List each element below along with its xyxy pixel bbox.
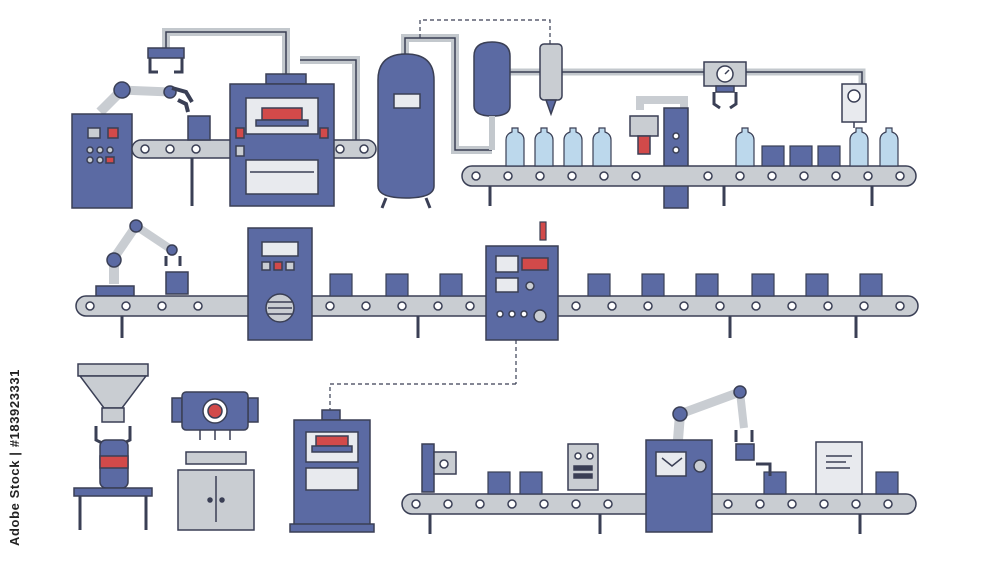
- control-cabinet: [71, 113, 133, 209]
- signal-light-icon: [539, 221, 547, 241]
- pump-icon: [171, 391, 259, 531]
- capping-machine-icon: [629, 96, 689, 209]
- control-panel-icon: [645, 439, 713, 533]
- pressure-gauge-icon: [703, 61, 747, 110]
- robot-arm-icon: [96, 81, 194, 116]
- control-panel-icon: [247, 227, 313, 341]
- pump-icon: [473, 41, 511, 150]
- sensor-box-icon: [567, 443, 599, 491]
- hydraulic-press-icon: [229, 73, 335, 207]
- stock-caption: Adobe Stock | #183923331: [7, 368, 22, 546]
- bottle-icon: [505, 127, 899, 167]
- camera-unit-icon: [421, 443, 457, 493]
- top-pipes: [162, 19, 866, 154]
- dispenser-icon: [756, 462, 772, 476]
- hopper-icon: [73, 363, 153, 530]
- robot-arm-icon: [672, 385, 755, 461]
- box-icon: [329, 273, 883, 297]
- claw-gripper-icon: [147, 47, 185, 74]
- gauge-box-icon: [841, 83, 867, 128]
- conveyor-belt-icon: [461, 165, 917, 206]
- document-box-icon: [815, 441, 863, 495]
- control-panel-icon: [329, 245, 559, 410]
- box-icon: [487, 471, 899, 495]
- valve-icon: [539, 43, 563, 117]
- robot-arm-icon: [95, 219, 189, 297]
- box-icon: [761, 145, 841, 167]
- tank-icon: [377, 53, 435, 209]
- hydraulic-press-icon: [289, 409, 375, 533]
